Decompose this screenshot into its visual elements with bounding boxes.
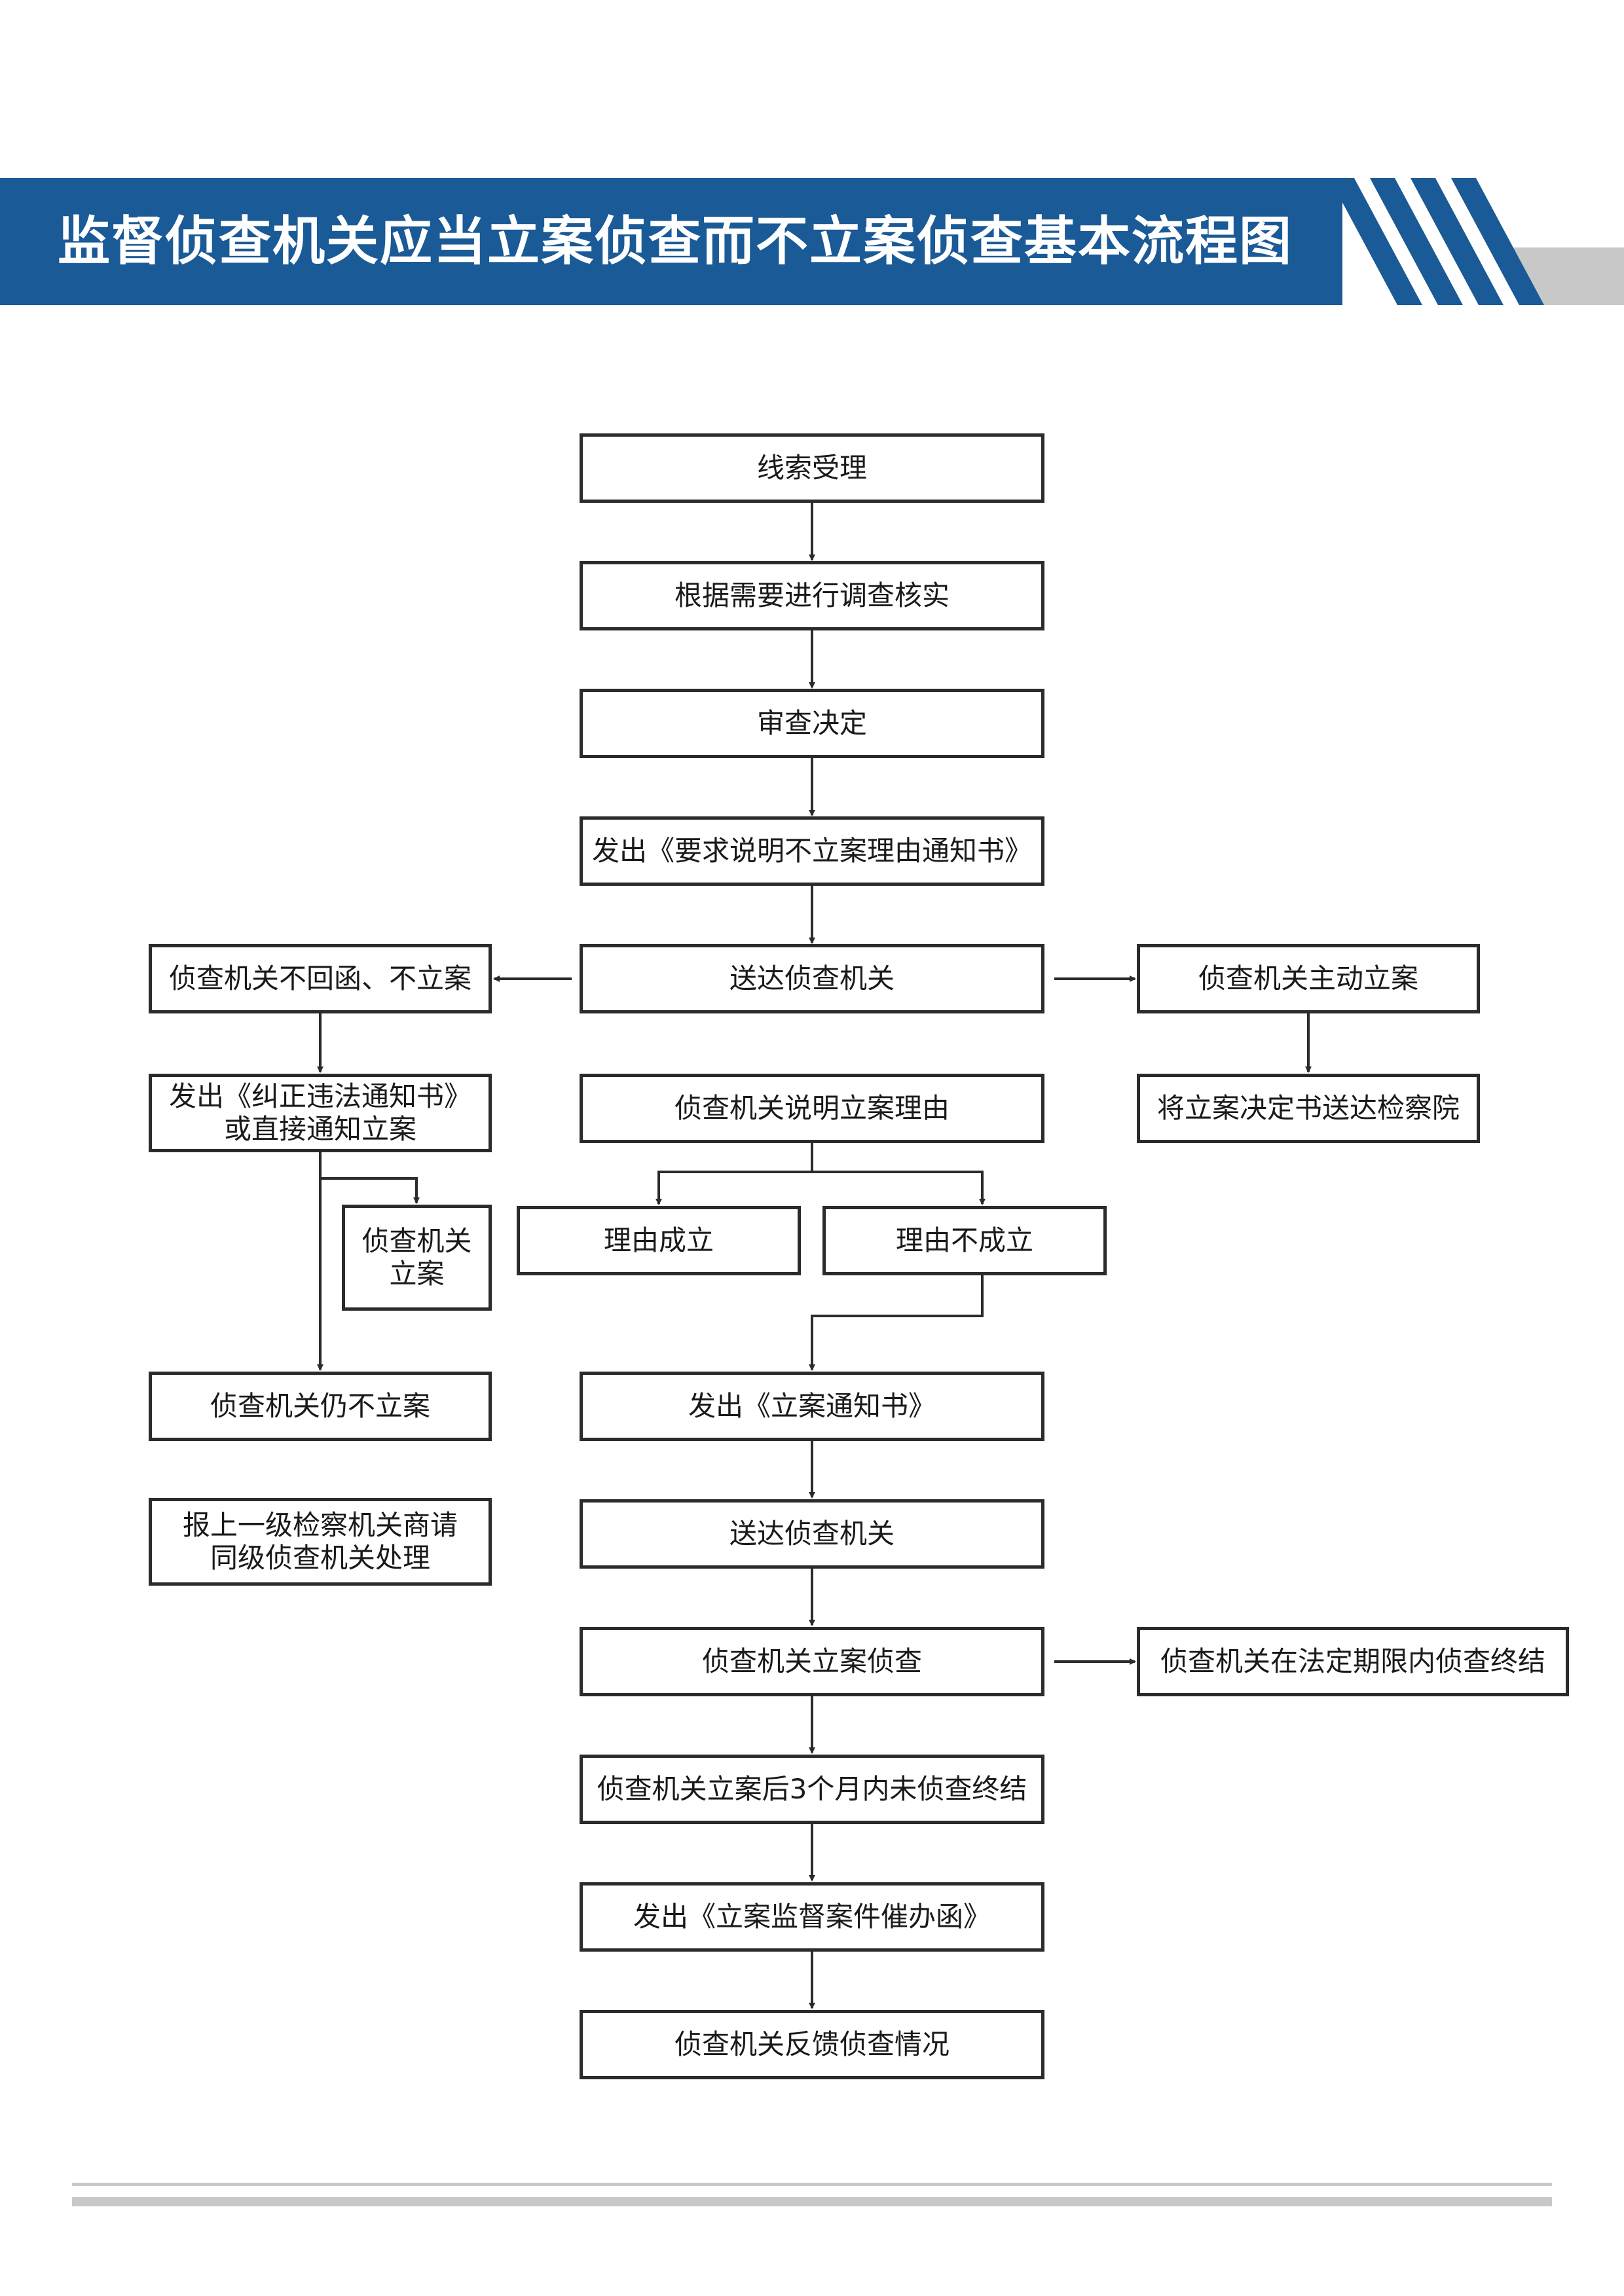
arrow-reason-invalid-notice xyxy=(809,1275,984,1371)
arrow-explain-reason-invalid xyxy=(812,1171,986,1205)
node-investigate: 根据需要进行调查核实 xyxy=(580,561,1044,630)
header-stripe-1 xyxy=(1329,178,1422,305)
node-issue-urge: 发出《立案监督案件催办函》 xyxy=(580,1882,1044,1952)
node-deliver-decision: 将立案决定书送达检察院 xyxy=(1137,1074,1480,1143)
node-not-concluded: 侦查机关立案后3个月内未侦查终结 xyxy=(580,1755,1044,1824)
node-correction: 发出《纠正违法通知书》 或直接通知立案 xyxy=(149,1074,492,1152)
node-concluded: 侦查机关在法定期限内侦查终结 xyxy=(1137,1627,1569,1696)
node-feedback: 侦查机关反馈侦查情况 xyxy=(580,2010,1044,2079)
header-stripe-2 xyxy=(1370,178,1463,305)
footer-line-thin xyxy=(72,2183,1552,2186)
node-self-file: 侦查机关主动立案 xyxy=(1137,944,1480,1013)
node-review: 审查决定 xyxy=(580,689,1044,758)
node-deliver-1: 送达侦查机关 xyxy=(580,944,1044,1013)
page-title: 监督侦查机关应当立案侦查而不立案侦查基本流程图 xyxy=(58,211,1293,272)
header-stripe-3 xyxy=(1411,178,1504,305)
node-reason-invalid: 理由不成立 xyxy=(822,1206,1107,1275)
header-band xyxy=(0,178,1342,305)
node-deliver-2: 送达侦查机关 xyxy=(580,1499,1044,1569)
node-still-no-file: 侦查机关仍不立案 xyxy=(149,1372,492,1441)
arrow-correction-agency-files xyxy=(320,1177,420,1204)
node-reason-valid: 理由成立 xyxy=(517,1206,801,1275)
arrow-explain-reason-valid xyxy=(655,1143,813,1205)
node-agency-investigates: 侦查机关立案侦查 xyxy=(580,1627,1044,1696)
node-report-superior: 报上一级检察机关商请 同级侦查机关处理 xyxy=(149,1498,492,1586)
node-agency-files: 侦查机关 立案 xyxy=(342,1205,492,1311)
node-no-reply: 侦查机关不回函、不立案 xyxy=(149,944,492,1013)
node-issue-request: 发出《要求说明不立案理由通知书》 xyxy=(580,816,1044,886)
node-clue: 线索受理 xyxy=(580,433,1044,503)
header-stripe-4 xyxy=(1451,178,1544,305)
footer-line-thick xyxy=(72,2197,1552,2206)
node-explain: 侦查机关说明立案理由 xyxy=(580,1074,1044,1143)
node-issue-notice: 发出《立案通知书》 xyxy=(580,1372,1044,1441)
